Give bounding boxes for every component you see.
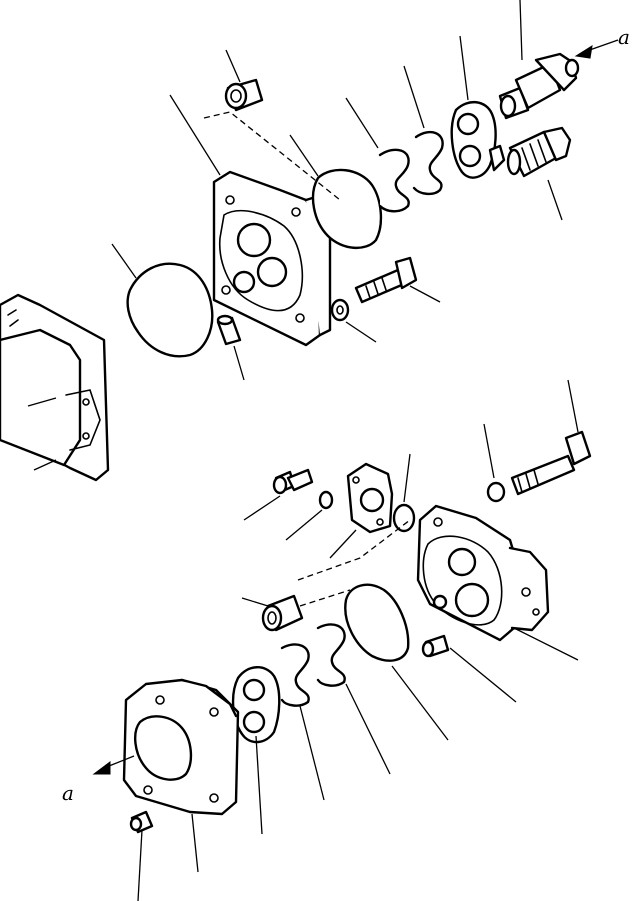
rear-housing-bottom — [416, 504, 550, 642]
washer-bottom-left — [318, 490, 334, 510]
dowel-pin-top — [216, 314, 242, 346]
driven-gear-top — [506, 126, 572, 178]
small-bolt-bottom — [272, 468, 314, 495]
snap-ring-bottom-2 — [316, 623, 346, 687]
front-cover-top — [212, 170, 332, 347]
rear-cover-bottom — [122, 678, 240, 816]
reference-arrow-bottom: a — [62, 755, 135, 805]
dowel-pin-bottom-right — [421, 634, 450, 658]
gasket-top — [126, 262, 214, 358]
bushing-top — [224, 78, 264, 112]
washer-top — [330, 298, 350, 322]
reference-label-top: a — [618, 25, 630, 49]
drive-housing — [0, 293, 110, 482]
bushing-bottom — [261, 594, 304, 632]
bearing-plate-top — [450, 101, 506, 179]
dowel-pin-bottom-left — [129, 810, 154, 834]
seal-top — [311, 168, 383, 249]
reference-label-bottom: a — [62, 781, 74, 805]
leader-lines-top — [27, 0, 563, 471]
alignment-line-top-1 — [203, 111, 341, 201]
snap-ring-top-2 — [412, 130, 444, 196]
reference-arrow-top: a — [574, 25, 630, 59]
snap-ring-top-1 — [378, 148, 410, 213]
drive-gear-top — [498, 52, 580, 120]
washer-bottom-right — [486, 481, 506, 503]
leader-lines-bottom — [137, 379, 579, 901]
alignment-line-bottom-1 — [297, 519, 411, 581]
long-bolt-bottom — [510, 430, 592, 496]
snap-ring-bottom-1 — [280, 643, 310, 707]
alignment-line-bottom-2 — [299, 589, 351, 607]
bearing-plate-bottom — [231, 666, 281, 744]
port-flange-bottom — [346, 462, 394, 534]
seal-bottom — [344, 583, 410, 662]
o-ring-bottom — [392, 503, 416, 533]
bolt-top — [354, 256, 418, 304]
